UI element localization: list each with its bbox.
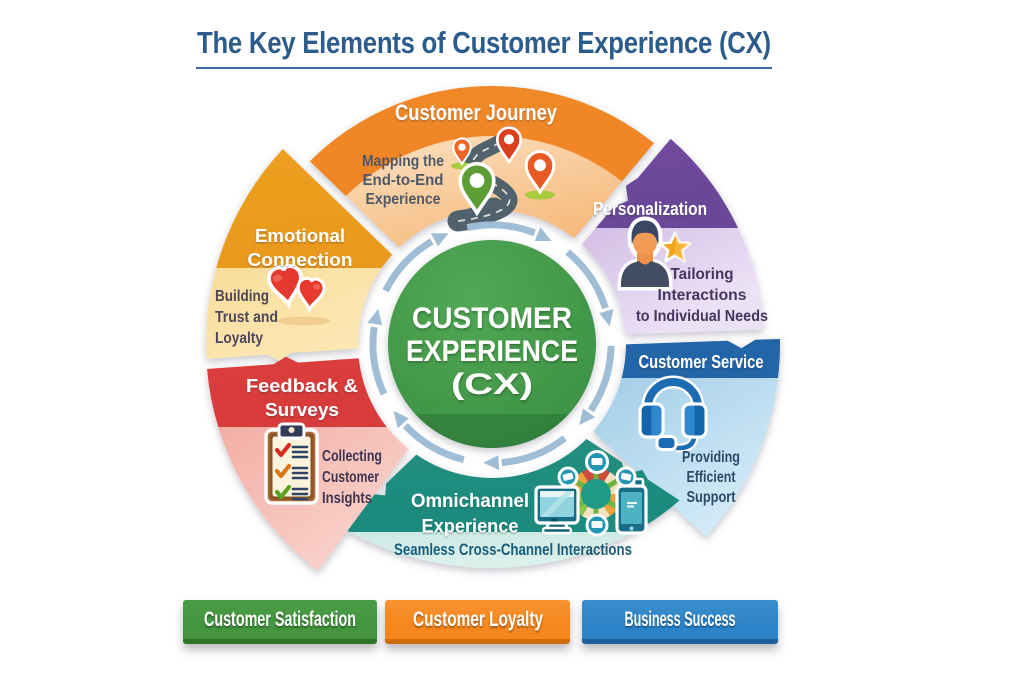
segment-description: Collecting: [322, 448, 382, 465]
monitor-icon: [534, 485, 580, 535]
headset-icon: [638, 375, 708, 453]
badge-label: Customer Loyalty: [412, 608, 543, 631]
chat-orbs: [557, 450, 637, 537]
cycle-arrowhead: [393, 411, 409, 429]
cycle-arrow-arc: [565, 249, 609, 310]
network-hub: [557, 450, 637, 537]
segment-description: Mapping the: [362, 153, 444, 170]
pin-shadow: [525, 190, 555, 200]
cycle-arrow-arc: [466, 221, 536, 237]
cycle-arrows: [367, 221, 615, 471]
cycle-arrowhead: [430, 233, 449, 247]
road-centerline: [457, 133, 511, 222]
clipboard-checklist-icon: [264, 422, 319, 505]
segment-description: Providing: [682, 449, 740, 466]
earcup-left: [638, 402, 665, 439]
segment-description: Support: [687, 489, 736, 506]
segment-description: Experience: [366, 191, 441, 208]
earcup-right: [681, 402, 708, 439]
segment-title: Omnichannel: [411, 490, 529, 512]
badge-label: Business Success: [624, 608, 736, 631]
segment-title: Experience: [422, 515, 519, 537]
map-pin-red: [495, 126, 523, 165]
segment-title: Feedback &: [246, 375, 358, 396]
segment-title: Customer Service: [639, 351, 764, 372]
smartphone-icon: [615, 477, 648, 535]
segment-description: Tailoring: [671, 266, 734, 283]
page-title: The Key Elements of Customer Experience …: [196, 27, 772, 69]
segment-description: Insights: [322, 490, 372, 507]
map-pin-orange-large: [524, 150, 556, 195]
badge-customer-satisfaction: Customer Satisfaction: [183, 600, 377, 644]
center-text: CUSTOMER: [412, 302, 572, 335]
hearts-icon: [267, 264, 330, 326]
cycle-arrow-arc: [369, 326, 388, 396]
segment-labels-feedback-surveys: Feedback & SurveysCollectingCustomerInsig…: [246, 375, 382, 507]
segment-labels-customer-service: Customer ServiceProvidingEfficientSuppor…: [639, 351, 764, 506]
cycle-arrowhead: [367, 308, 383, 326]
cycle-arrow-arc: [587, 345, 615, 413]
cycle-arrowhead: [599, 308, 614, 327]
page-title-text: The Key Elements of Customer Experience …: [197, 25, 771, 60]
segment-title: Personalization: [593, 198, 707, 219]
segment-description: Customer: [322, 469, 379, 486]
segment-title: Customer Journey: [395, 100, 558, 125]
star-icon: [658, 231, 692, 263]
map-pin-orange-small: [452, 137, 472, 166]
segment-title: Emotional: [255, 225, 345, 246]
segment-description: Loyalty: [215, 330, 263, 347]
badge-business-success: Business Success: [582, 600, 778, 644]
cycle-arrowhead: [483, 455, 500, 471]
cycle-arrow-arc: [501, 435, 567, 467]
segment-description: Seamless Cross-Channel Interactions: [394, 540, 632, 559]
center-text: EXPERIENCE: [406, 335, 578, 368]
cycle-arrowhead: [579, 408, 596, 425]
segment-title: Surveys: [265, 399, 339, 420]
badge-customer-loyalty: Customer Loyalty: [385, 600, 570, 644]
badge-label: Customer Satisfaction: [204, 608, 357, 631]
segment-description: to Individual Needs: [636, 308, 768, 325]
cycle-arrow-arc: [382, 238, 434, 293]
segment-description: Trust and: [215, 309, 278, 326]
cycle-arrowhead: [534, 227, 552, 241]
segment-description: Efficient: [687, 469, 736, 486]
segment-description: End-to-End: [363, 172, 444, 189]
center-text: (CX): [451, 368, 533, 401]
segment-title: Connection: [248, 249, 353, 270]
person-star-icon: [617, 216, 692, 291]
road-map-pins-icon: [447, 126, 556, 232]
segment-description: Interactions: [658, 287, 747, 304]
cycle-arrow-arc: [402, 423, 465, 463]
map-pin-green: [458, 161, 496, 217]
segment-description: Building: [215, 288, 269, 305]
person-avatar: [617, 216, 673, 291]
devices-network-icon: [534, 450, 648, 537]
